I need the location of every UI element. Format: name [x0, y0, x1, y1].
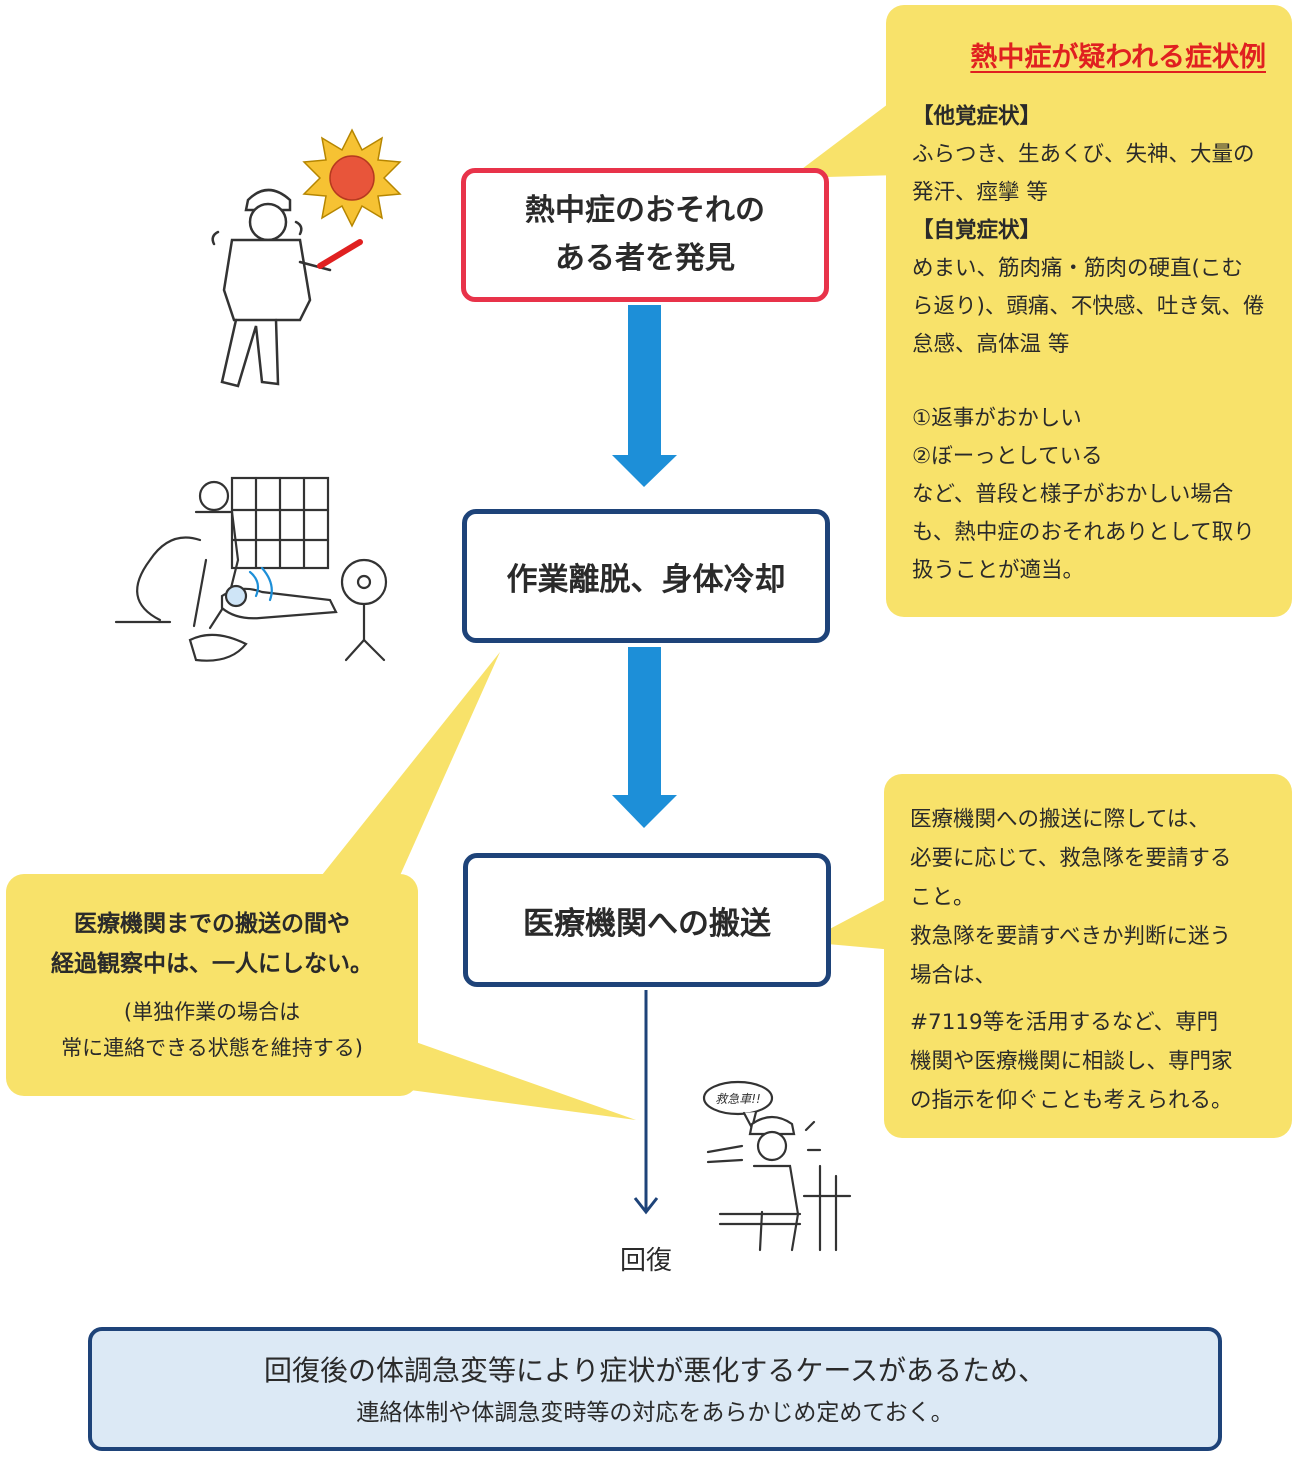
- symptoms-callout-tail: [790, 95, 900, 178]
- transport-note-line: 医療機関への搬送に際しては、: [910, 807, 1210, 832]
- transport-note-line: 必要に応じて、救急隊を要請する: [910, 846, 1232, 871]
- symptoms-callout: 熱中症が疑われる症状例 【他覚症状】ふらつき、生あくび、失神、大量の発汗、痙攣 …: [886, 5, 1292, 617]
- transport-note-line: #7119等を活用するなど、専門: [910, 1010, 1219, 1035]
- watch-sub-note: (単独作業の場合は 常に連絡できる状態を維持する): [16, 994, 408, 1066]
- step-cooling-label: 作業離脱、身体冷却: [506, 561, 786, 598]
- symptoms-note-line: も、熱中症のおそれありとして取り: [912, 520, 1255, 545]
- watch-callout-tail-lower: [410, 1040, 636, 1120]
- flow-arrow-2: [612, 647, 677, 828]
- symptoms-line: 発汗、痙攣 等: [912, 180, 1048, 205]
- symptoms-heading: 【自覚症状】: [912, 218, 1042, 243]
- watch-sub-line1: (単独作業の場合は: [123, 1000, 301, 1024]
- bottom-note-line2: 連絡体制や体調急変時等の対応をあらかじめ定めておく。: [356, 1400, 954, 1426]
- symptoms-note-line: 扱うことが適当。: [912, 558, 1085, 583]
- transport-note-line: 救急隊を要請すべきか判断に迷う: [910, 924, 1231, 949]
- watch-callout-tail-upper: [318, 652, 500, 880]
- step-transport-box: 医療機関への搬送: [463, 853, 831, 987]
- symptoms-notes: ①返事がおかしい ②ぼーっとしているなど、普段と様子がおかしい場合も、熱中症のおそ…: [912, 400, 1266, 590]
- watch-main-line1: 医療機関までの搬送の間や: [74, 911, 350, 937]
- symptoms-line: めまい、筋肉痛・筋肉の硬直(こむ: [912, 256, 1243, 281]
- step-transport-label: 医療機関への搬送: [523, 905, 771, 942]
- step-discover-line1: 熱中症のおそれの: [525, 193, 765, 228]
- transport-note-gap: [910, 995, 1270, 1003]
- transport-callout: 医療機関への搬送に際しては、必要に応じて、救急隊を要請すること。救急隊を要請すべ…: [884, 774, 1292, 1138]
- transport-note-line: こと。: [910, 885, 975, 910]
- bottom-note-line1: 回復後の体調急変等により症状が悪化するケースがあるため、: [263, 1354, 1047, 1387]
- sun-icon: [302, 128, 402, 228]
- step-discover-line2: ある者を発見: [555, 241, 735, 276]
- step-cooling-box: 作業離脱、身体冷却: [462, 509, 830, 643]
- transport-note-line: 場合は、: [910, 963, 997, 988]
- ambulance-shout-text: 救急車!!: [715, 1092, 761, 1106]
- symptoms-list: 【他覚症状】ふらつき、生あくび、失神、大量の発汗、痙攣 等【自覚症状】めまい、筋…: [912, 98, 1266, 364]
- watch-main-line2: 経過観察中は、一人にしない。: [51, 951, 373, 977]
- symptoms-line: ふらつき、生あくび、失神、大量の: [912, 142, 1255, 167]
- step-discover-box: 熱中症のおそれの ある者を発見: [461, 168, 829, 302]
- worker-heatstroke-illustration: [211, 128, 402, 388]
- symptoms-heading: 【他覚症状】: [912, 104, 1042, 129]
- flow-arrow-3: [633, 990, 659, 1215]
- symptoms-note-line: ①返事がおかしい: [912, 406, 1082, 431]
- transport-note-text: 医療機関への搬送に際しては、必要に応じて、救急隊を要請すること。救急隊を要請すべ…: [910, 800, 1270, 1120]
- transport-note-line: の指示を仰ぐことも考えられる。: [910, 1088, 1233, 1113]
- calling-ambulance-illustration: [702, 1080, 852, 1252]
- bottom-note: 回復後の体調急変等により症状が悪化するケースがあるため、 連絡体制や体調急変時等…: [88, 1327, 1222, 1451]
- transport-note-line: 機関や医療機関に相談し、専門家: [910, 1049, 1233, 1074]
- recovery-label: 回復: [619, 1246, 672, 1276]
- symptoms-line: 怠感、高体温 等: [912, 332, 1070, 357]
- watch-callout: 医療機関までの搬送の間や 経過観察中は、一人にしない。 (単独作業の場合は 常に…: [6, 874, 418, 1096]
- flow-arrow-1: [612, 305, 677, 487]
- symptoms-title: 熱中症が疑われる症状例: [970, 42, 1266, 73]
- symptoms-line: ら返り)、頭痛、不快感、吐き気、倦: [912, 294, 1265, 319]
- cooling-worker-illustration: [114, 476, 388, 662]
- watch-sub-line2: 常に連絡できる状態を維持する): [61, 1036, 363, 1060]
- symptoms-note-line: など、普段と様子がおかしい場合: [912, 482, 1234, 507]
- symptoms-note-line: ②ぼーっとしている: [912, 444, 1103, 469]
